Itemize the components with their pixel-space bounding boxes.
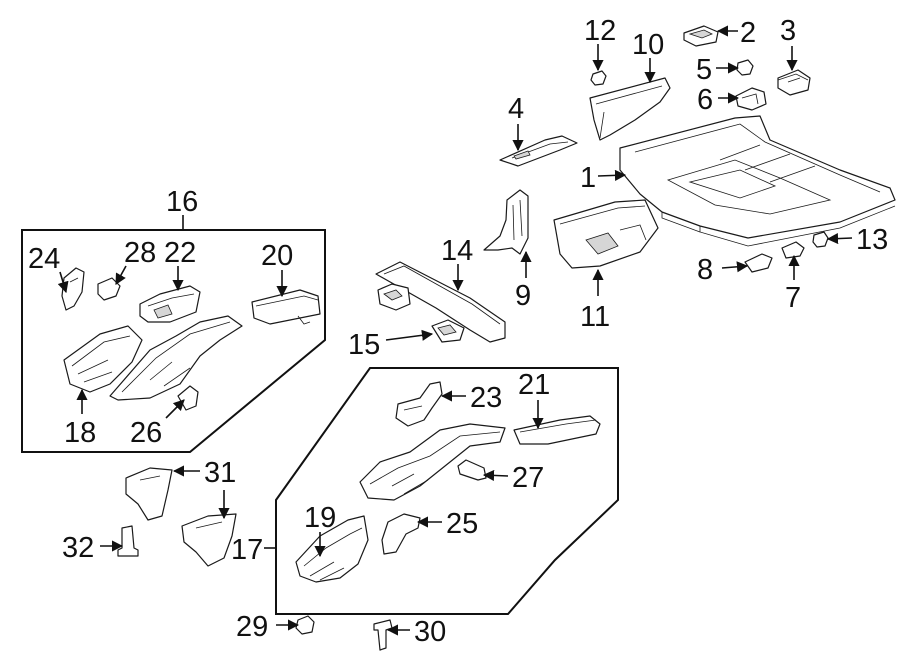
callout-29: 29 [236, 611, 268, 643]
group-16-frame [21, 229, 326, 453]
callout-18: 18 [64, 417, 96, 449]
leader-27 [482, 469, 509, 482]
bracket-part-15a[interactable] [377, 283, 411, 311]
bracket-part-22[interactable] [139, 285, 201, 323]
callout-7: 7 [785, 282, 801, 314]
callout-12: 12 [584, 15, 616, 47]
rail-part-21[interactable] [513, 415, 601, 445]
callout-20: 20 [261, 240, 293, 272]
block-part[interactable] [777, 69, 811, 96]
clip-part-8[interactable] [744, 253, 773, 273]
callout-1: 1 [580, 162, 596, 194]
bracket-part-24[interactable] [61, 267, 85, 311]
bolt-part-30[interactable] [373, 619, 393, 651]
callout-32: 32 [62, 532, 94, 564]
bracket-part-31b[interactable] [181, 513, 237, 567]
callout-31: 31 [204, 457, 236, 489]
leader-13 [826, 232, 853, 245]
callout-28: 28 [124, 237, 156, 269]
callout-27: 27 [512, 462, 544, 494]
callout-10: 10 [632, 29, 664, 61]
bolt-part-13[interactable] [812, 231, 829, 248]
clip-part-27[interactable] [457, 459, 487, 481]
rail-part-20[interactable] [251, 289, 321, 325]
callout-16: 16 [166, 186, 198, 218]
callout-17: 17 [231, 534, 263, 566]
rear-panel-part[interactable] [589, 77, 671, 141]
pad-part[interactable] [683, 25, 719, 47]
callout-6: 6 [697, 84, 713, 116]
leader-1 [597, 169, 627, 181]
nut-part-5[interactable] [736, 59, 754, 76]
group-17-frame [275, 367, 619, 615]
nut-part-29[interactable] [295, 615, 315, 635]
callout-21: 21 [518, 369, 550, 401]
bracket-part-25[interactable] [381, 513, 421, 555]
callout-5: 5 [696, 54, 712, 86]
bolt-part-12[interactable] [590, 70, 607, 86]
leader-8 [721, 261, 749, 273]
leader-24 [57, 271, 69, 294]
callout-2: 2 [740, 17, 756, 49]
callout-14: 14 [441, 235, 473, 267]
callout-11: 11 [580, 301, 610, 333]
callout-8: 8 [697, 254, 713, 286]
member-part-left-inset[interactable] [109, 315, 243, 401]
callout-30: 30 [414, 616, 446, 648]
bracket-part-23[interactable] [395, 381, 443, 427]
callout-19: 19 [304, 502, 336, 534]
callout-22: 22 [164, 237, 196, 269]
callout-24: 24 [28, 243, 60, 275]
callout-15: 15 [348, 329, 380, 361]
cross-member-part-11[interactable] [553, 199, 659, 269]
leader-28 [115, 265, 127, 285]
leader-15 [385, 329, 434, 341]
callout-23: 23 [470, 382, 502, 414]
bracket-part-9[interactable] [483, 189, 529, 255]
callout-9: 9 [515, 280, 531, 312]
callout-4: 4 [508, 93, 524, 125]
bracket-part-26[interactable] [177, 385, 199, 411]
bolt-part-32[interactable] [117, 525, 139, 557]
callout-3: 3 [780, 15, 796, 47]
member-part-18[interactable] [63, 325, 143, 393]
bracket-part-15b[interactable] [431, 319, 465, 343]
member-part-inset-17[interactable] [359, 423, 506, 501]
rail-part-4[interactable] [499, 135, 578, 167]
clip-part-28[interactable] [97, 277, 121, 301]
rail-part-14[interactable] [375, 261, 506, 343]
callout-13: 13 [856, 224, 888, 256]
bracket-part-6[interactable] [735, 87, 767, 111]
bracket-part-31a[interactable] [125, 467, 173, 521]
callout-26: 26 [130, 417, 162, 449]
floor-pan-part[interactable] [619, 115, 896, 247]
leader-26 [165, 399, 185, 419]
callout-25: 25 [446, 508, 478, 540]
clip-part-7[interactable] [781, 241, 805, 259]
